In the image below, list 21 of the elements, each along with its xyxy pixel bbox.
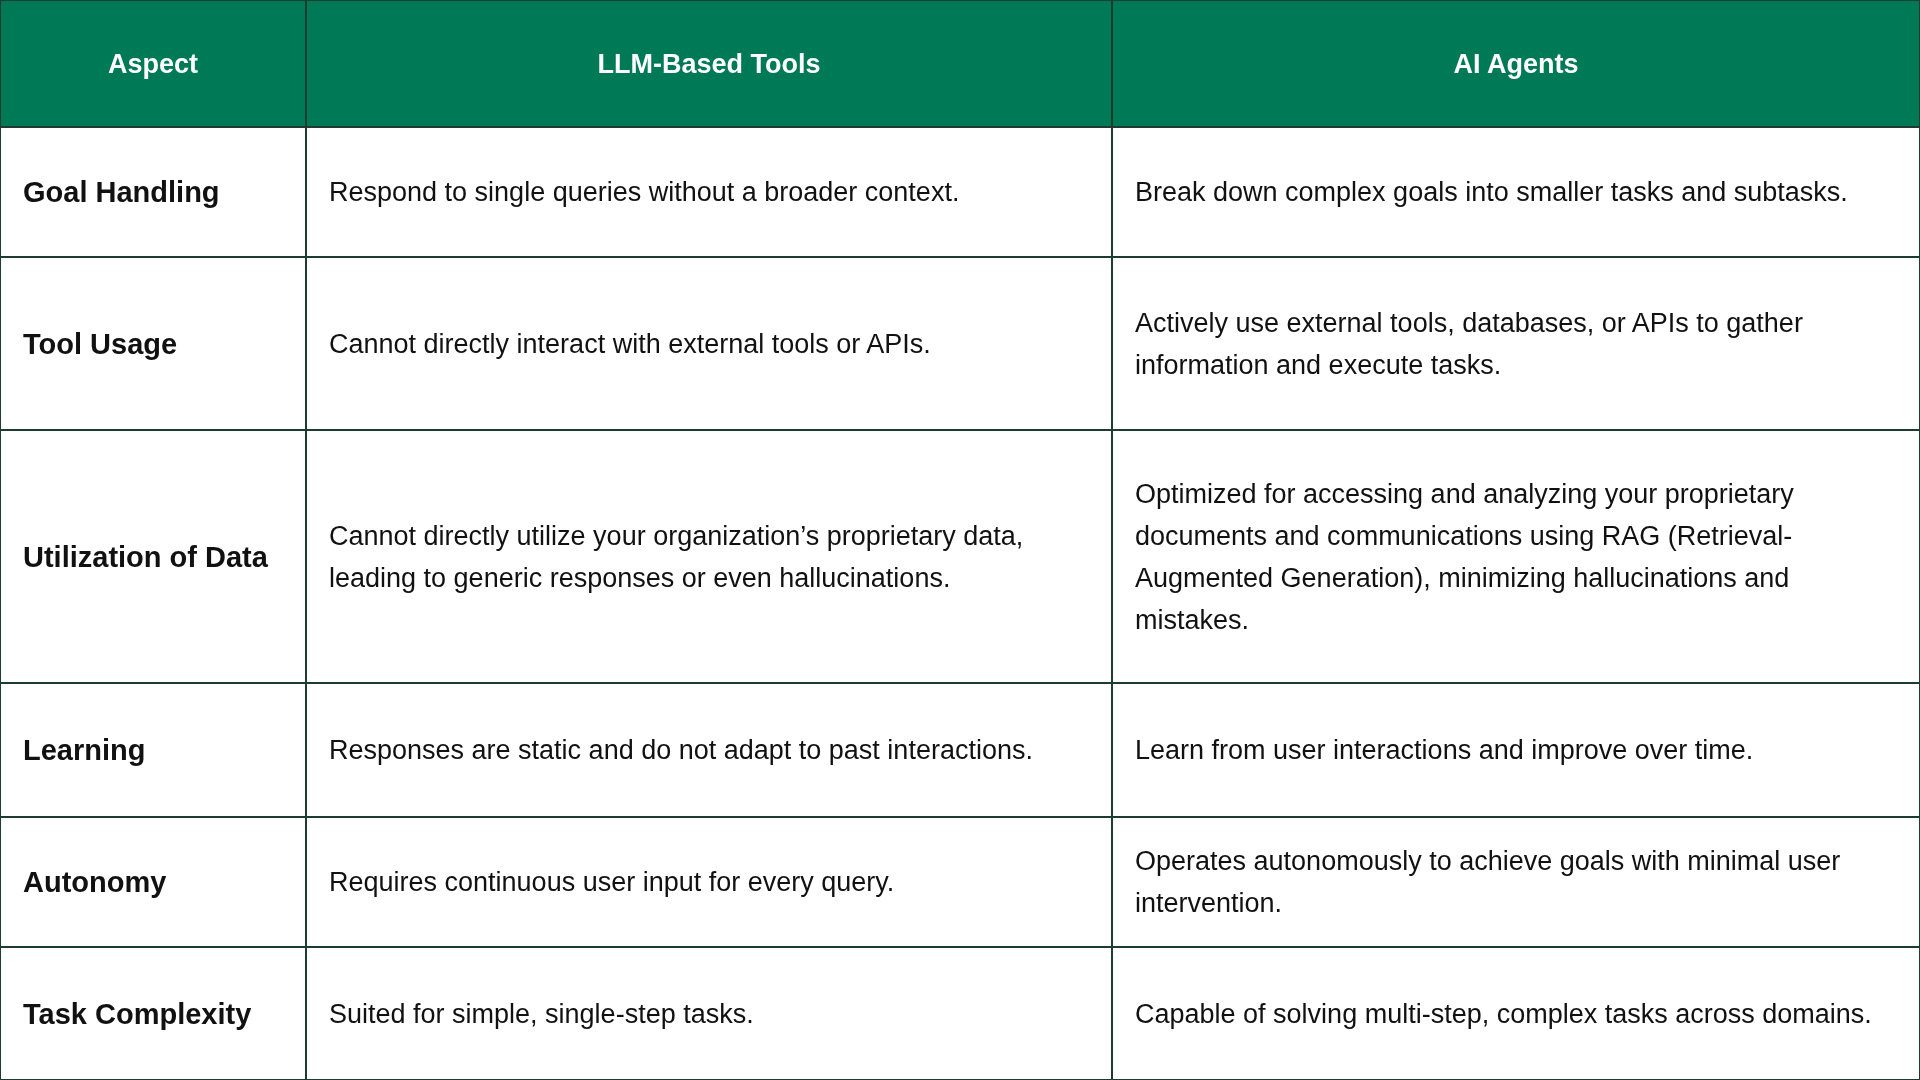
header-cell: AI Agents	[1112, 0, 1920, 127]
table-cell: Responses are static and do not adapt to past interactions.	[306, 683, 1112, 817]
table-cell: Respond to single queries without a broader context.	[306, 127, 1112, 257]
table-cell: Learn from user interactions and improve over time.	[1112, 683, 1920, 817]
row-header-cell: Tool Usage	[0, 257, 306, 430]
table-cell: Suited for simple, single-step tasks.	[306, 947, 1112, 1080]
table-cell: Optimized for accessing and analyzing your proprietary documents and communications using RAG (Retrieval-Augmented Generation), minimizing hallucinations and mistakes.	[1112, 430, 1920, 683]
header-cell: Aspect	[0, 0, 306, 127]
row-header-cell: Task Complexity	[0, 947, 306, 1080]
table-cell: Operates autonomously to achieve goals with minimal user intervention.	[1112, 817, 1920, 947]
table-cell: Actively use external tools, databases, or APIs to gather information and execute tasks.	[1112, 257, 1920, 430]
table-cell: Capable of solving multi-step, complex tasks across domains.	[1112, 947, 1920, 1080]
table-cell: Break down complex goals into smaller tasks and subtasks.	[1112, 127, 1920, 257]
row-header-cell: Autonomy	[0, 817, 306, 947]
header-cell: LLM-Based Tools	[306, 0, 1112, 127]
table-cell: Requires continuous user input for every query.	[306, 817, 1112, 947]
table-cell: Cannot directly utilize your organization’s proprietary data, leading to generic responses or even hallucinations.	[306, 430, 1112, 683]
table-cell: Cannot directly interact with external tools or APIs.	[306, 257, 1112, 430]
row-header-cell: Utilization of Data	[0, 430, 306, 683]
row-header-cell: Goal Handling	[0, 127, 306, 257]
row-header-cell: Learning	[0, 683, 306, 817]
